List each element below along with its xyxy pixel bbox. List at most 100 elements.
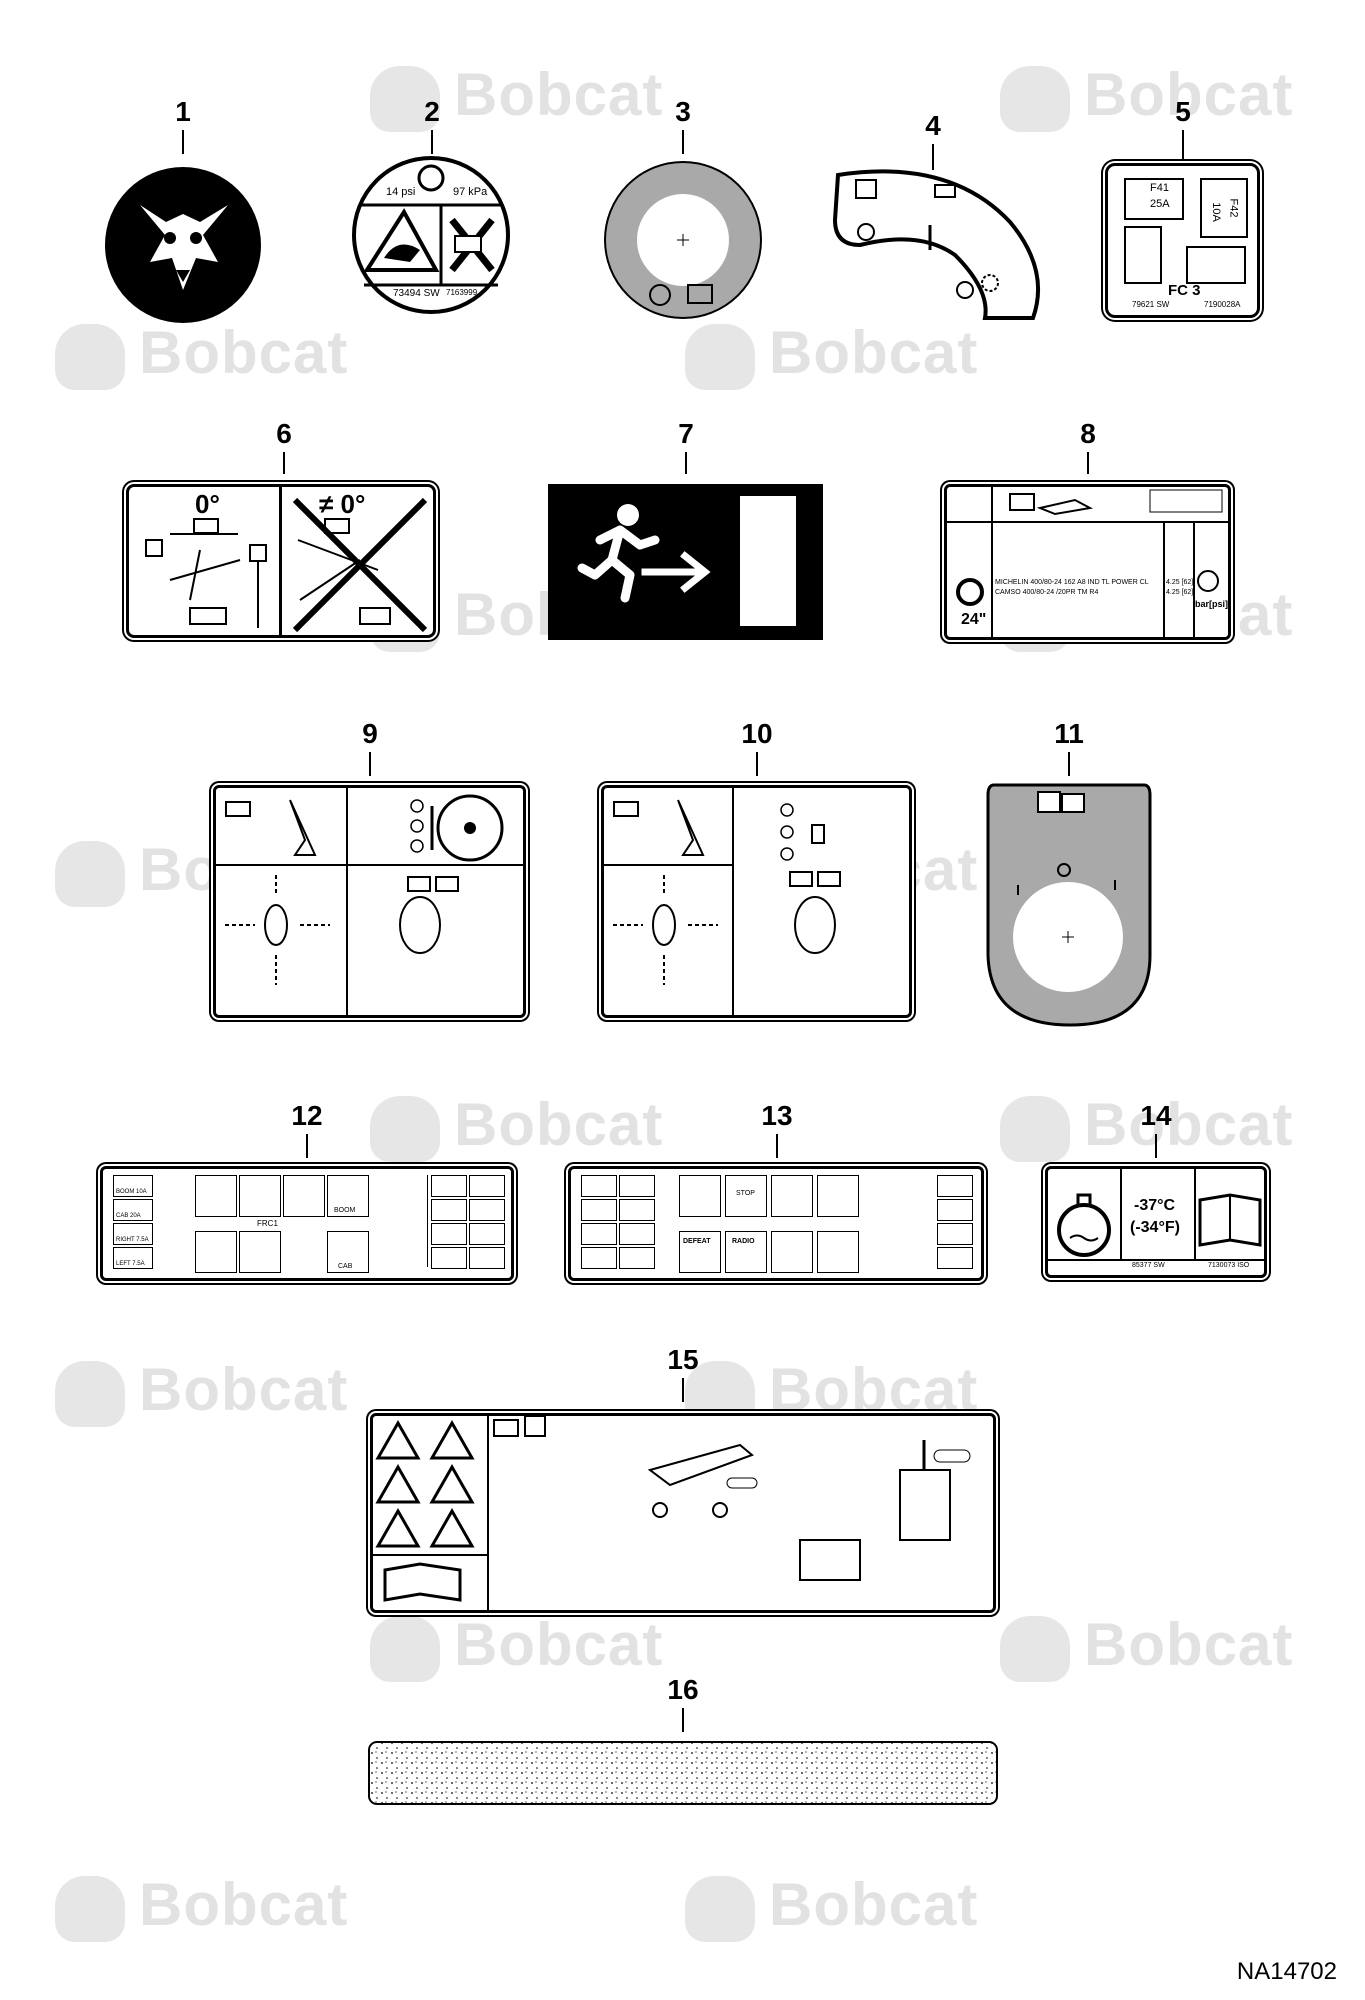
fuse-column: [581, 1199, 617, 1221]
fuse-spare: [937, 1199, 973, 1221]
fuse-spare: [937, 1223, 973, 1245]
fuse-column: [469, 1223, 505, 1245]
fuse-f41-box: F41 25A: [1124, 178, 1184, 220]
leader-line: [756, 752, 758, 776]
callout-15: 15: [667, 1344, 699, 1375]
leader-line: [283, 452, 285, 474]
decal-15-safety-maintenance: [370, 1413, 996, 1613]
tire-spec-1: MICHELIN 400/80-24 162 A8 IND TL POWER C…: [995, 579, 1149, 586]
callout-16: 16: [667, 1674, 699, 1705]
leader-line: [776, 1134, 778, 1158]
callout-12: 12: [291, 1100, 323, 1131]
rim-size: 24": [961, 611, 987, 628]
leader-line: [1068, 752, 1070, 776]
part-number: 7163999: [446, 288, 478, 297]
callout-5: 5: [1175, 96, 1191, 127]
decal-13-relay-panel: STOP DEFEAT RADIO: [568, 1166, 984, 1281]
pressure-psi-label: 14 psi: [386, 186, 416, 198]
fuse-column: [619, 1175, 655, 1197]
relay-wiper: [239, 1175, 281, 1217]
decal-5-fuse-panel: F41 25A F42 10A FC 3 79621 SW 7190028A: [1105, 163, 1260, 318]
fuse-column: [469, 1199, 505, 1221]
leader-line: [431, 130, 433, 154]
part-number: 79621 SW: [1132, 300, 1170, 309]
temp-fahrenheit: (-34°F): [1130, 1219, 1180, 1236]
relay-cab-light: CAB: [327, 1231, 369, 1273]
callout-3: 3: [675, 96, 691, 127]
fuse-column: [431, 1247, 467, 1269]
tire-spec-2: CAMSO 400/80-24 /20PR TM R4: [995, 589, 1099, 596]
drawing-code: NA14702: [1236, 1958, 1337, 1985]
relay-empty: [817, 1231, 859, 1273]
relay-r14: RADIO: [725, 1231, 767, 1273]
pressure-value: 4.25 [62]: [1166, 579, 1194, 586]
leader-line: [682, 1378, 684, 1402]
fuse-column: [431, 1199, 467, 1221]
fuse-f5: BOOM 10A: [113, 1175, 153, 1197]
relay-boom-light: BOOM: [327, 1175, 369, 1217]
fuse-column: [581, 1247, 617, 1269]
fuse-column: [619, 1199, 655, 1221]
angle-no-label: ≠ 0°: [319, 489, 366, 519]
leader-line: [369, 752, 371, 776]
fuse-empty-slot: [1124, 226, 1162, 284]
decal-12-fuse-relay-panel: BOOM 10A CAB 20A RIGHT 7.5A LEFT 7.5A BO…: [100, 1166, 514, 1281]
leader-line: [1182, 130, 1184, 160]
leader-line: [1087, 452, 1089, 474]
fuse-column: [619, 1223, 655, 1245]
fuse-column: [469, 1247, 505, 1269]
relay-beacon: [195, 1175, 237, 1217]
fuse-column: [431, 1175, 467, 1197]
part-number: 85377 SW: [1132, 1262, 1165, 1269]
relay-headlight: [195, 1231, 237, 1273]
fuse-f8: LEFT 7.5A: [113, 1247, 153, 1269]
decal-10-joystick-controls: [601, 785, 912, 1018]
relay-r10: [771, 1175, 813, 1217]
relay-r11: STOP: [725, 1175, 767, 1217]
part-number: 7130073 ISO: [1208, 1262, 1250, 1269]
callout-10: 10: [741, 718, 773, 749]
leader-line: [182, 130, 184, 154]
callout-9: 9: [362, 718, 378, 749]
callout-2: 2: [424, 96, 440, 127]
relay-r12: [679, 1175, 721, 1217]
callout-14: 14: [1140, 1100, 1172, 1131]
frc-label: FRC1: [257, 1219, 278, 1228]
relay-lowbeam: [239, 1231, 281, 1273]
fuse-empty-slot: [1186, 246, 1246, 284]
fuse-column: [431, 1223, 467, 1245]
part-number: 7190028A: [1204, 300, 1241, 309]
leader-line: [682, 130, 684, 154]
relay-r15: [771, 1231, 813, 1273]
leader-line: [1155, 1134, 1157, 1158]
fuse-f42-box: F42 10A: [1200, 178, 1248, 238]
leader-line: [932, 144, 934, 170]
pressure-unit: bar[psi]: [1195, 599, 1229, 609]
fuse-f7: RIGHT 7.5A: [113, 1223, 153, 1245]
callout-13: 13: [761, 1100, 793, 1131]
relay-r9: [817, 1175, 859, 1217]
decal-7-exit-sign: [548, 484, 823, 640]
callout-7: 7: [678, 418, 694, 449]
leader-line: [685, 452, 687, 474]
fuse-column: [619, 1247, 655, 1269]
fuse-spare: [937, 1175, 973, 1197]
fuse-box-label: FC 3: [1168, 282, 1201, 299]
callout-1: 1: [175, 96, 191, 127]
callout-11: 11: [1054, 718, 1084, 749]
temp-celsius: -37°C: [1134, 1197, 1176, 1214]
leader-line: [682, 1708, 684, 1732]
fuse-column: [469, 1175, 505, 1197]
